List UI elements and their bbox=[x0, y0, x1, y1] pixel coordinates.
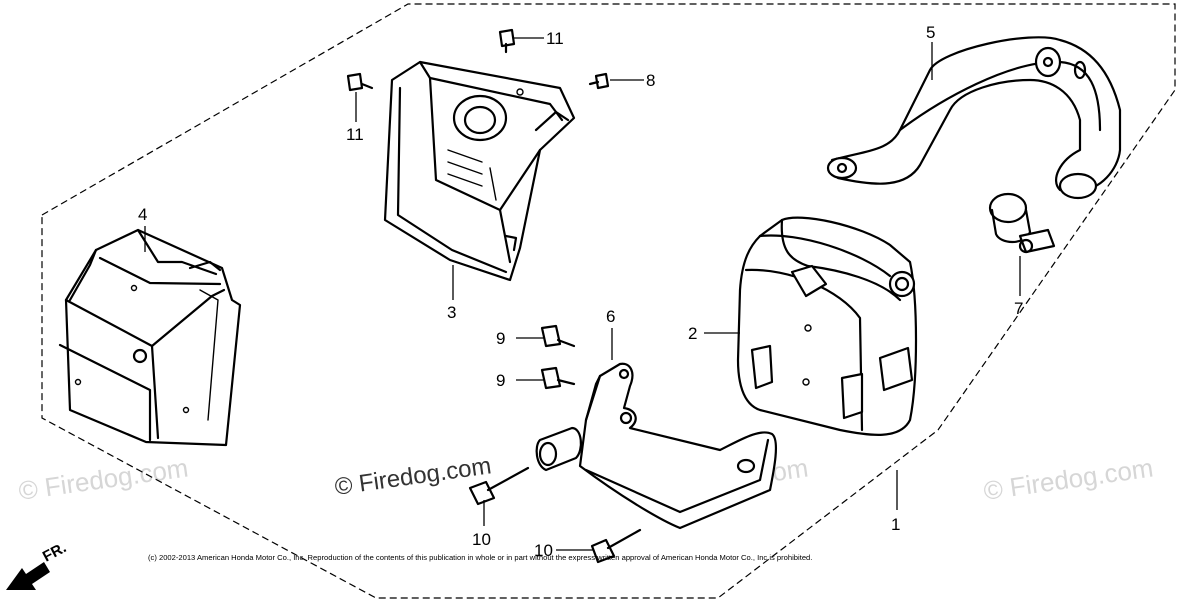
bolt-11-top bbox=[498, 28, 516, 54]
callout-10-right: 10 bbox=[534, 541, 553, 560]
muffler-protector bbox=[383, 60, 576, 282]
callout-10-left: 10 bbox=[472, 530, 491, 549]
watermark-left: © Firedog.com bbox=[17, 452, 190, 505]
callout-4: 4 bbox=[138, 205, 147, 224]
callout-1: 1 bbox=[891, 515, 900, 534]
callout-7: 7 bbox=[1014, 299, 1023, 318]
callout-5: 5 bbox=[926, 23, 935, 42]
exhaust-pipe bbox=[826, 36, 1122, 200]
bolt-8 bbox=[588, 72, 610, 90]
front-indicator-label: FR. bbox=[40, 539, 69, 565]
bolt-9-upper bbox=[540, 324, 576, 348]
watermark-right: © Firedog.com bbox=[982, 452, 1155, 505]
callout-labels: 1 2 3 4 5 6 7 8 9 9 10 10 11 11 bbox=[138, 23, 1023, 560]
callout-2: 2 bbox=[688, 324, 697, 343]
watermark-main: © Firedog.com bbox=[333, 452, 493, 501]
bolt-9-lower bbox=[540, 366, 576, 390]
callout-8: 8 bbox=[646, 71, 655, 90]
bolt-10-right bbox=[590, 528, 642, 564]
pipe-clamp bbox=[988, 192, 1056, 254]
callout-11-top: 11 bbox=[546, 29, 564, 48]
muffler-bracket bbox=[535, 362, 778, 530]
callout-11-left: 11 bbox=[346, 125, 364, 144]
muffler-body bbox=[736, 216, 918, 436]
front-arrow-icon bbox=[6, 562, 50, 590]
callout-6: 6 bbox=[606, 307, 615, 326]
callout-9-upper: 9 bbox=[496, 329, 505, 348]
leader-lines bbox=[144, 37, 1021, 551]
bolt-11-left bbox=[346, 72, 374, 92]
front-indicator: FR. bbox=[6, 539, 69, 590]
bolt-10-left bbox=[468, 466, 530, 506]
callout-3: 3 bbox=[447, 303, 456, 322]
callout-9-lower: 9 bbox=[496, 371, 505, 390]
assembly-frame bbox=[41, 3, 1176, 599]
copyright-notice: (c) 2002-2013 American Honda Motor Co., … bbox=[148, 553, 812, 562]
protector-cover bbox=[58, 228, 242, 447]
